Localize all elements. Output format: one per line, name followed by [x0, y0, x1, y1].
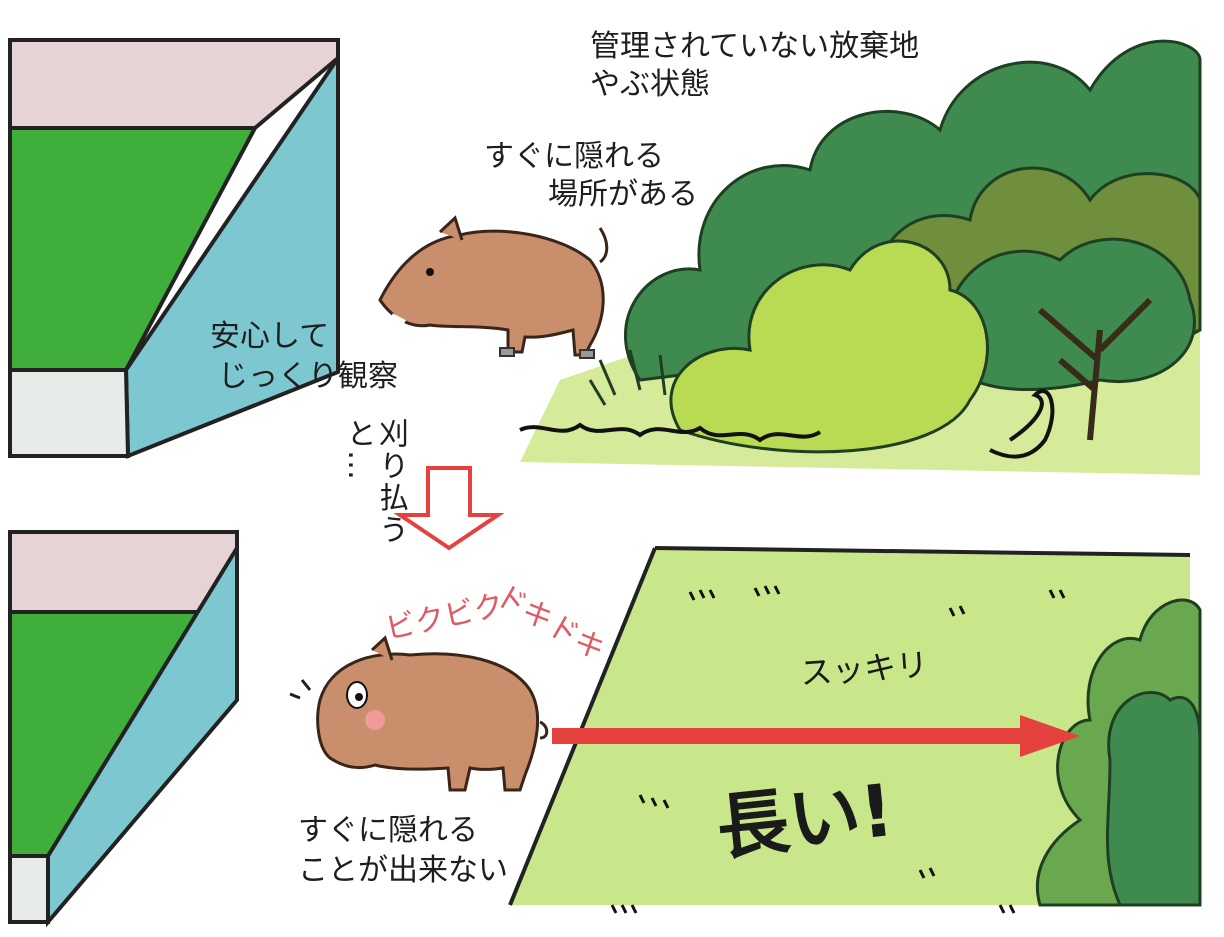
down-arrow-icon	[393, 466, 505, 551]
mow-label: 刈り払うと…	[341, 418, 408, 546]
cleared-field	[508, 546, 1202, 914]
boar-top	[378, 215, 609, 359]
abandoned-land-label-line2: やぶ状態	[590, 67, 710, 102]
top-field-block	[8, 38, 340, 459]
abandoned-land-label-line1: 管理されていない放棄地	[590, 29, 920, 64]
observe-label-line2: じっくり観察	[218, 359, 398, 394]
long-label: 長い!	[712, 767, 898, 870]
cannot-hide-label-line1: すぐに隠れる	[298, 813, 478, 848]
thicket-scene	[519, 39, 1202, 475]
boar-bottom	[289, 635, 549, 792]
bottom-field-block	[8, 530, 239, 928]
hide-place-label-line1: すぐに隠れる	[484, 139, 664, 174]
clear-label: スッキリ	[798, 645, 930, 693]
observe-label-line1: 安心して	[210, 319, 330, 354]
long-arrow-icon	[552, 715, 1080, 757]
hide-place-label-line2: 場所がある	[548, 177, 698, 212]
cannot-hide-label-line2: ことが出来ない	[298, 853, 508, 888]
